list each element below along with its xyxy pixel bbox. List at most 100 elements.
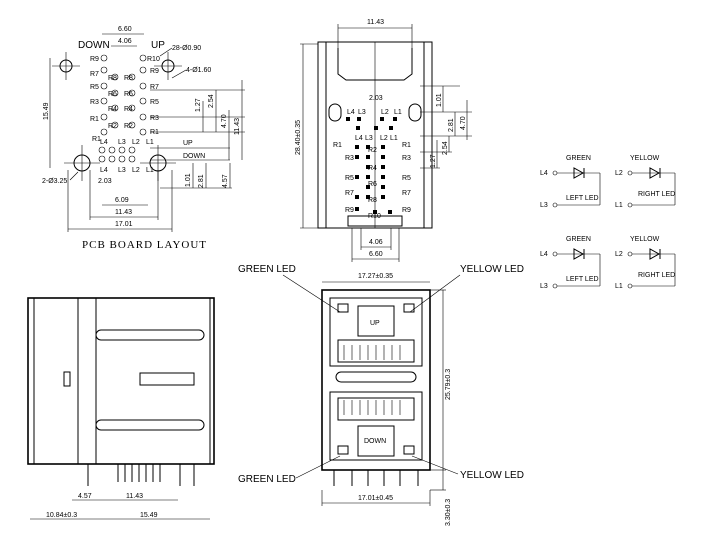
pcb-dim-254: 2.54 [208,94,215,108]
schematic-pin: L2 [615,170,623,177]
pcb-pin: R8 [108,75,117,82]
pcb-led-pin: L1 [146,167,154,174]
top-led-pin: L3 [358,109,366,116]
front-yellow-led-top: YELLOW LED [460,264,524,275]
front-dim-height: 25.79±0.3 [445,369,452,400]
schematic-color: YELLOW [630,236,660,243]
pcb-pin: R1 [90,116,99,123]
pcb-pin: R3 [150,115,159,122]
pcb-pin: R9 [90,56,99,63]
schematic-name: RIGHT LED [638,272,675,279]
led-schematics: GREEN L4 L3 LEFT LED YELLOW L2 L1 RIGHT … [540,155,676,290]
top-center-pin: R8 [368,197,377,204]
top-dim-width: 11.43 [367,19,384,26]
top-right-pin: R5 [402,175,411,182]
pcb-dim-1549: 15.49 [43,102,50,120]
top-dim-254: 2.54 [442,141,449,155]
pcb-dim-101: 1.01 [185,173,192,187]
schematic-color: GREEN [566,236,591,243]
top-left-pin: R5 [345,175,354,182]
pcb-dim-2x325: 2-Ø3.25 [42,178,67,185]
schematic-pin: L4 [540,170,548,177]
top-left-pin: R7 [345,190,354,197]
side-view: 4.57 11.43 10.84±0.3 15.49 [27,297,215,520]
pcb-pin: R9 [150,68,159,75]
top-dim-470: 4.70 [460,116,467,130]
side-dim-1143: 11.43 [126,493,143,500]
front-dim-top: 17.27±0.35 [358,273,393,280]
pcb-pin: R2 [124,123,133,130]
pcb-dim-1143h: 11.43 [115,209,132,216]
pcb-dim-406: 4.06 [118,38,132,45]
pcb-down-label: DOWN [78,40,110,51]
front-yellow-led-bottom: YELLOW LED [460,470,524,481]
side-dim-1084: 10.84±0.3 [46,512,77,519]
pcb-dim-203: 2.03 [98,178,112,185]
schematic-color: YELLOW [630,155,660,162]
schematic-green-bottom: GREEN L4 L3 LEFT LED [540,236,601,290]
pcb-led-pin: L4 [100,139,108,146]
side-dim-1549: 15.49 [140,512,158,519]
pcb-led-pin: L4 [100,167,108,174]
pcb-dim-660: 6.60 [118,26,132,33]
pcb-pin: R3 [90,99,99,106]
top-right-pin: R1 [402,142,411,149]
pcb-dim-1143v: 11.43 [234,118,241,135]
schematic-name: LEFT LED [566,195,599,202]
pcb-dim-457: 4.57 [222,174,229,188]
pcb-up-label: UP [151,40,165,51]
top-right-pin: R3 [402,155,411,162]
top-led-pin: L1 [390,135,398,142]
pcb-pin: R5 [90,84,99,91]
pcb-led-pin: L3 [118,167,126,174]
schematic-name: LEFT LED [566,276,599,283]
pcb-pin: R1 [92,136,101,143]
top-led-pin: L1 [394,109,402,116]
pcb-pin: R6 [124,91,133,98]
side-dim-457: 4.57 [78,493,92,500]
top-dim-281: 2.81 [448,118,455,132]
front-down-label: DOWN [364,438,386,445]
schematic-pin: L3 [540,283,548,290]
top-dim-127: 1.27 [430,154,437,168]
schematic-yellow-bottom: YELLOW L2 L1 RIGHT LED [615,236,676,290]
top-left-pin: R9 [345,207,354,214]
pcb-led-pin: L1 [146,139,154,146]
pcb-pin: R6 [108,91,117,98]
top-led-pin: L4 [347,109,355,116]
top-center-pin: R6 [368,181,377,188]
schematic-pin: L3 [540,202,548,209]
schematic-name: RIGHT LED [638,191,675,198]
top-dim-height: 28.40±0.35 [295,120,302,155]
pcb-pin: R4 [108,106,117,113]
pcb-led-pin: L3 [118,139,126,146]
pcb-up-tag: UP [183,140,193,147]
pcb-pin: R4 [124,106,133,113]
top-led-pin: L4 [355,135,363,142]
pcb-dim-1701: 17.01 [115,221,133,228]
pcb-dim-609: 6.09 [115,197,129,204]
top-center-pin: R2 [368,147,377,154]
top-right-pin: R7 [402,190,411,197]
schematic-pin: L1 [615,283,623,290]
pcb-pin: R7 [90,71,99,78]
pcb-dim-holes-28: 28-Ø0.90 [172,45,201,52]
pcb-pin: R1 [150,129,159,136]
pcb-pin: R2 [108,123,117,130]
front-view: GREEN LED YELLOW LED 17.27±0.35 UP DOWN [238,264,524,526]
front-green-led-top: GREEN LED [238,264,296,275]
pcb-pin: R7 [150,84,159,91]
pcb-dim-470: 4.70 [221,114,228,128]
pcb-dim-281: 2.81 [198,174,205,188]
pcb-pin: R5 [150,99,159,106]
top-center-pin: R10 [368,213,381,220]
schematic-pin: L2 [615,251,623,258]
top-center-pin: R4 [368,165,377,172]
front-green-led-bottom: GREEN LED [238,474,296,485]
pcb-title: PCB BOARD LAYOUT [82,239,207,251]
pcb-led-pin: L2 [132,139,140,146]
top-dim-406: 4.06 [369,239,383,246]
pcb-pin: R10 [147,56,160,63]
top-led-pin: L2 [381,109,389,116]
